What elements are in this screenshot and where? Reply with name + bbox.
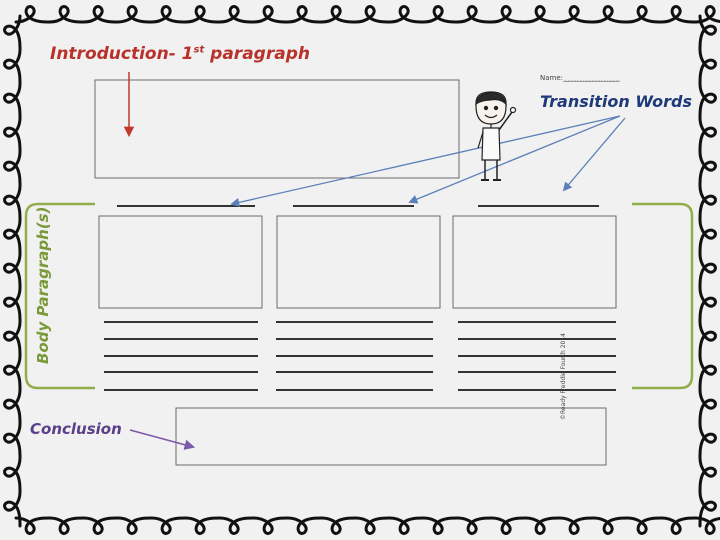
conclusion-arrow [129,429,196,450]
loop-border-path [3,5,720,535]
transition-arrow-2 [408,115,621,204]
body-box-3[interactable] [452,215,617,309]
body-paragraphs-label: Body Paragraph(s) [34,206,52,364]
conclusion-box[interactable] [175,407,607,466]
name-field-label: Name:________________ [540,74,620,82]
introduction-label: Introduction- 1st paragraph [50,44,310,64]
copyright-text: ©Ready Freddie Fourth 2014 [560,333,567,420]
body-box-1[interactable] [98,215,263,309]
body-bracket-right [632,202,694,390]
conclusion-label: Conclusion [30,420,122,438]
transition-arrow-3 [562,117,626,192]
writing-lines[interactable] [104,321,616,391]
body-box-2[interactable] [276,215,441,309]
transition-arrow-1 [230,115,621,207]
introduction-box[interactable] [94,79,460,179]
transition-words-label: Transition Words [540,92,692,111]
waving-boy-icon [475,91,517,181]
body-bracket-left [24,202,95,390]
loop-border-icon [3,5,720,535]
